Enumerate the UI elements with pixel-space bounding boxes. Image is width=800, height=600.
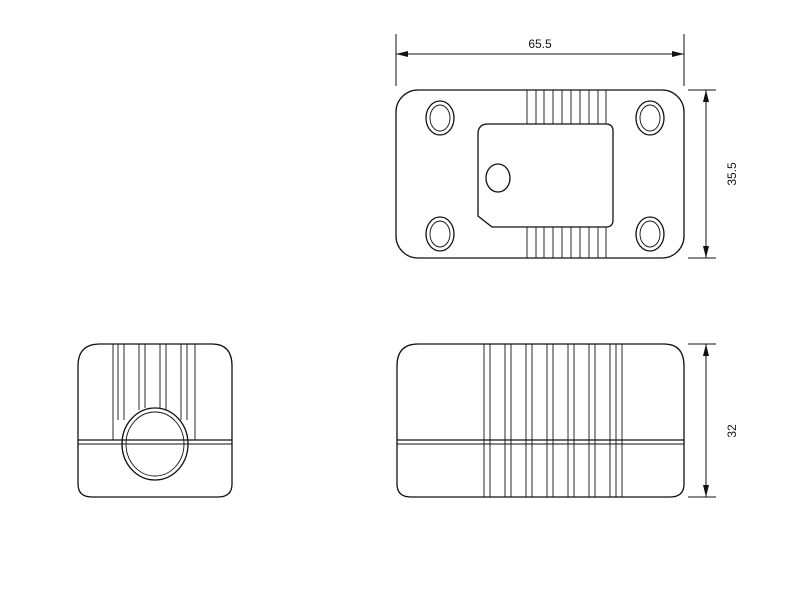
front-view <box>396 343 685 498</box>
front-view-ribs <box>483 344 623 497</box>
side-view <box>77 343 233 498</box>
mounting-hole-top-right <box>635 100 665 136</box>
height-dimension-top: 35.5 <box>688 89 739 259</box>
mounting-hole-top-left <box>425 100 455 136</box>
top-view <box>395 89 685 259</box>
top-view-ribs <box>526 90 607 258</box>
mounting-hole-bottom-left <box>425 216 455 252</box>
height-dimension-front-label: 32 <box>725 424 739 438</box>
height-dimension-top-label: 35.5 <box>725 162 739 186</box>
plate-hole <box>485 163 511 193</box>
front-view-outline <box>396 343 685 498</box>
side-view-ribs <box>112 344 196 440</box>
width-dimension: 65.5 <box>395 34 685 86</box>
side-view-boss <box>121 407 189 481</box>
top-view-outline <box>395 89 685 259</box>
top-view-plate <box>477 123 614 228</box>
mounting-hole-bottom-right <box>635 216 665 252</box>
side-view-outline <box>77 343 233 498</box>
width-dimension-label: 65.5 <box>528 37 552 51</box>
height-dimension-front: 32 <box>688 343 739 498</box>
